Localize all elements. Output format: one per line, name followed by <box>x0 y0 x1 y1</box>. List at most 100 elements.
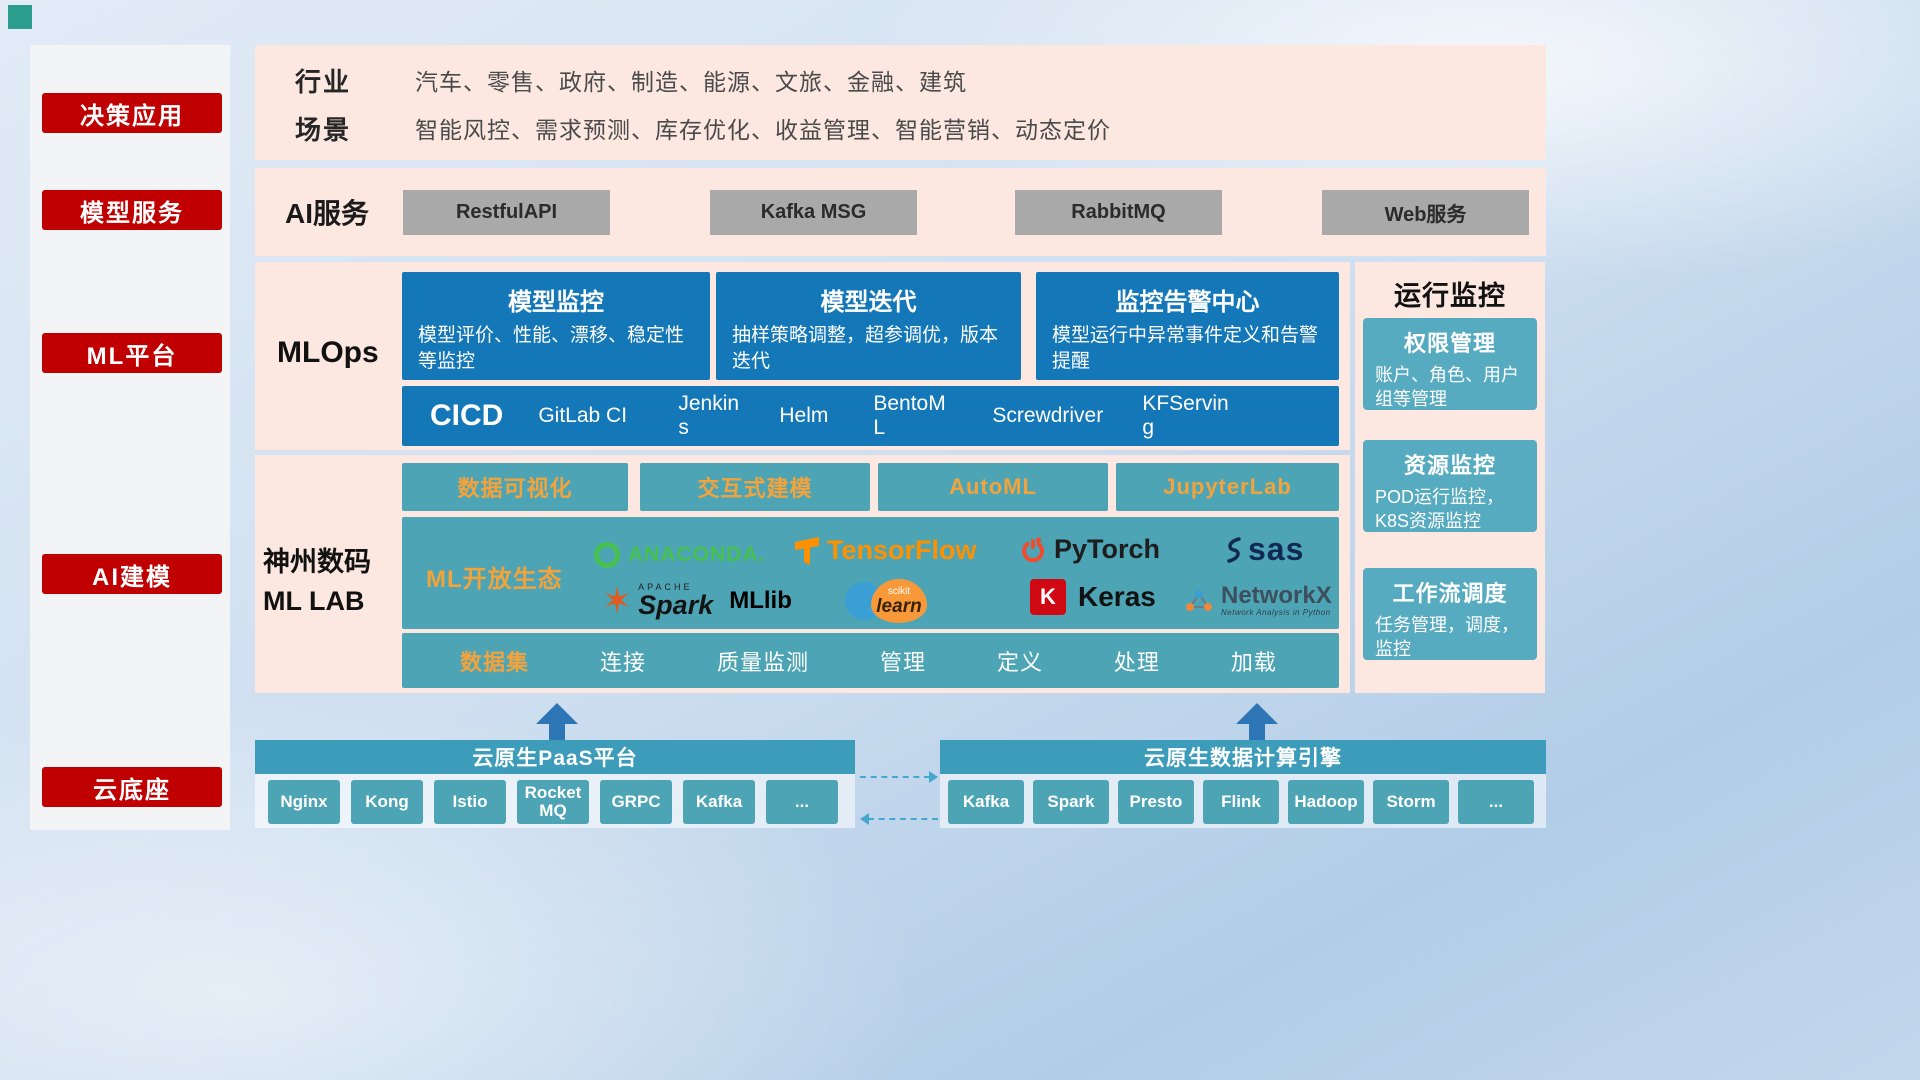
keras-icon: K <box>1030 579 1066 615</box>
mllib-label: MLlib <box>729 587 792 614</box>
up-arrow-stem <box>1249 724 1265 741</box>
industry-line: 行业 汽车、零售、政府、制造、能源、文旅、金融、建筑 <box>255 63 1546 97</box>
spark-name: Spark <box>638 590 714 620</box>
engine-presto: Presto <box>1118 780 1194 824</box>
cicd-kfserving: KFServing <box>1142 391 1229 439</box>
ai-service-panel: AI服务 RestfulAPI Kafka MSG RabbitMQ Web服务 <box>255 168 1546 256</box>
cicd-label: CICD <box>430 399 504 432</box>
networkx-wordmark: NetworkX Network Analysis in Python <box>1221 582 1332 618</box>
layer-label-cloud-base: 云底座 <box>42 767 222 807</box>
cicd-jenkins: Jenkins <box>678 391 740 439</box>
tool-automl: AutoML <box>878 463 1108 511</box>
monitoring-panel: 运行监控 权限管理 账户、角色、用户组等管理 资源监控 POD运行监控，K8S资… <box>1355 262 1545 693</box>
spark-apache-label: APACHE <box>638 582 693 592</box>
spark-star-icon: ✶ <box>602 580 633 621</box>
card-title: 模型迭代 <box>820 289 917 316</box>
paas-kafka: Kafka <box>683 780 755 824</box>
layer-label-ml-platform: ML平台 <box>42 333 222 373</box>
ml-ecosystem-label: ML开放生态 <box>426 566 563 593</box>
layer-label-ai-modeling: AI建模 <box>42 554 222 594</box>
mlops-panel: MLOps 模型监控 模型评价、性能、漂移、稳定性等监控 模型迭代 抽样策略调整… <box>255 262 1350 450</box>
pipeline-quality: 质量监测 <box>716 649 809 675</box>
tool-interactive-modeling: 交互式建模 <box>640 463 870 511</box>
pipeline-connect: 连接 <box>599 649 646 675</box>
sas-icon <box>1227 536 1241 563</box>
spark-wordmark: APACHE Spark <box>638 583 713 619</box>
scene-label: 场景 <box>295 114 352 145</box>
card-title: 资源监控 <box>1403 453 1496 478</box>
card-resource-monitoring: 资源监控 POD运行监控，K8S资源监控 <box>1363 440 1537 532</box>
card-desc: 任务管理，调度，监控 <box>1375 615 1519 660</box>
paas-istio: Istio <box>434 780 506 824</box>
layer-label-decision-app: 决策应用 <box>42 93 222 133</box>
sas-logo: sas <box>1224 531 1304 568</box>
card-model-monitoring: 模型监控 模型评价、性能、漂移、稳定性等监控 <box>402 272 710 380</box>
data-pipeline-strip: 数据集 连接 质量监测 管理 定义 处理 加载 <box>402 633 1339 688</box>
spark-mllib-logo: ✶ APACHE Spark MLlib <box>602 583 792 619</box>
paas-nginx: Nginx <box>268 780 340 824</box>
card-title: 工作流调度 <box>1392 581 1508 606</box>
paas-kong: Kong <box>351 780 423 824</box>
anaconda-logo: ANACONDA. <box>594 542 765 568</box>
up-arrow-paas <box>536 703 578 741</box>
engine-storm: Storm <box>1373 780 1449 824</box>
pipeline-process: 处理 <box>1113 649 1160 675</box>
up-arrow-stem <box>549 724 565 741</box>
cicd-bentoml: BentoML <box>873 391 946 439</box>
left-nav-panel <box>30 45 230 830</box>
ml-ecosystem-box: ML开放生态 ANACONDA. TensorFlow PyTorch <box>402 517 1339 629</box>
ai-service-web: Web服务 <box>1322 190 1529 235</box>
keras-wordmark: Keras <box>1078 581 1156 612</box>
ai-service-restfulapi: RestfulAPI <box>403 190 610 235</box>
learn-label: learn <box>876 595 922 617</box>
up-arrow-engine <box>1236 703 1278 741</box>
pytorch-logo: PyTorch <box>1019 534 1160 565</box>
sas-wordmark: sas <box>1248 531 1305 567</box>
tensorflow-icon <box>795 536 819 565</box>
dashed-arrow-left-line <box>868 818 938 820</box>
ai-service-kafka-msg: Kafka MSG <box>710 190 917 235</box>
anaconda-icon <box>594 542 620 568</box>
cicd-gitlab-ci: GitLab CI <box>538 403 628 427</box>
dashed-arrow-right-head <box>929 771 938 783</box>
mlops-label: MLOps <box>277 336 379 369</box>
engine-spark: Spark <box>1033 780 1109 824</box>
networkx-icon <box>1186 589 1212 611</box>
card-desc: POD运行监控，K8S资源监控 <box>1375 487 1505 532</box>
tool-jupyterlab: JupyterLab <box>1116 463 1339 511</box>
networkx-name: NetworkX <box>1221 582 1332 609</box>
tensorflow-wordmark: TensorFlow <box>827 535 977 565</box>
mllab-title: 神州数码 ML LAB <box>263 543 401 621</box>
engine-flink: Flink <box>1203 780 1279 824</box>
scikit-learn-logo: scikit learn <box>845 579 927 623</box>
card-title: 权限管理 <box>1403 331 1496 356</box>
card-desc: 模型运行中异常事件定义和告警提醒 <box>1052 325 1319 372</box>
tool-data-visualization: 数据可视化 <box>402 463 628 511</box>
card-desc: 账户、角色、用户组等管理 <box>1375 365 1519 410</box>
paas-grpc: GRPC <box>600 780 672 824</box>
pipeline-define: 定义 <box>996 649 1043 675</box>
card-model-iteration: 模型迭代 抽样策略调整，超参调优，版本迭代 <box>716 272 1021 380</box>
industry-scene-panel: 行业 汽车、零售、政府、制造、能源、文旅、金融、建筑 场景 智能风控、需求预测、… <box>255 45 1546 160</box>
card-desc: 抽样策略调整，超参调优，版本迭代 <box>732 325 999 372</box>
pytorch-icon <box>1022 536 1044 562</box>
paas-platform-header: 云原生PaaS平台 <box>255 740 855 774</box>
keras-logo: K Keras <box>1030 579 1156 615</box>
cicd-helm: Helm <box>779 403 829 427</box>
engine-hadoop: Hadoop <box>1288 780 1364 824</box>
pipeline-manage: 管理 <box>879 649 926 675</box>
up-arrow-head <box>1236 703 1278 724</box>
corner-logo-mark <box>8 5 32 29</box>
ai-service-label: AI服务 <box>285 198 370 229</box>
engine-kafka: Kafka <box>948 780 1024 824</box>
cicd-screwdriver: Screwdriver <box>992 403 1104 427</box>
anaconda-wordmark: ANACONDA. <box>628 543 766 566</box>
mllab-title-line2: ML LAB <box>263 586 365 617</box>
up-arrow-head <box>536 703 578 724</box>
engine-more: ... <box>1458 780 1534 824</box>
scene-line: 场景 智能风控、需求预测、库存优化、收益管理、智能营销、动态定价 <box>255 111 1546 145</box>
card-permission-mgmt: 权限管理 账户、角色、用户组等管理 <box>1363 318 1537 410</box>
paas-rocketmq: RocketMQ <box>517 780 589 824</box>
scikit-label: scikit <box>887 585 911 597</box>
